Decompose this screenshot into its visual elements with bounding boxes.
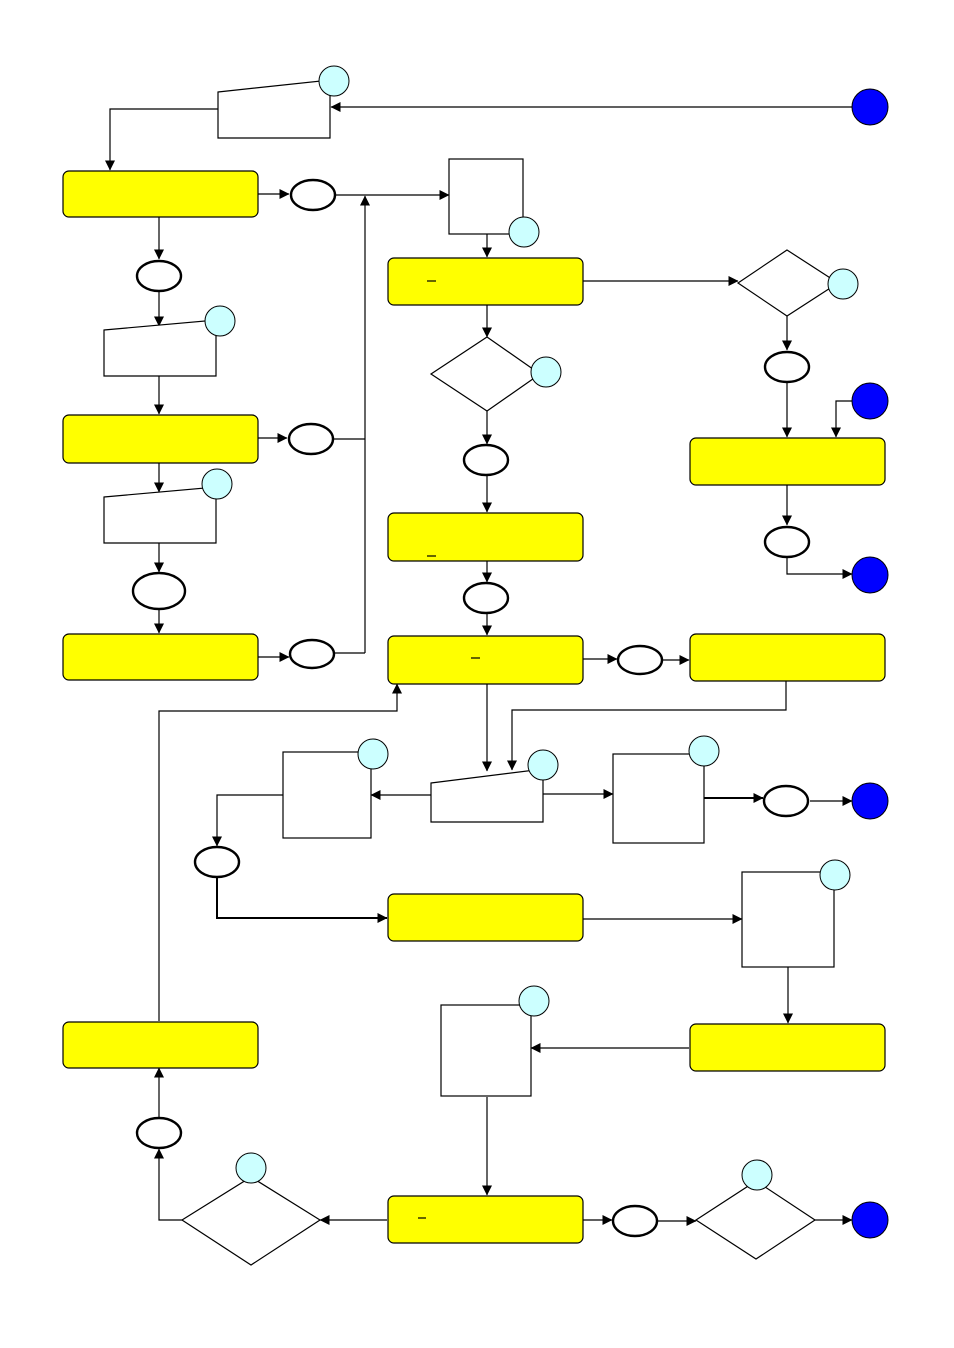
marker-circle bbox=[357, 738, 389, 770]
marker-circle bbox=[204, 305, 236, 337]
marker-circle bbox=[530, 356, 562, 388]
marker-circle bbox=[318, 65, 350, 97]
process-function bbox=[689, 437, 886, 486]
event-ellipse bbox=[131, 571, 187, 611]
event-ellipse bbox=[289, 178, 337, 212]
manual-input-shape bbox=[103, 486, 217, 544]
event-ellipse bbox=[462, 443, 510, 477]
event-ellipse bbox=[288, 638, 336, 670]
process-function bbox=[387, 512, 584, 562]
documents bbox=[103, 79, 835, 1097]
terminal-node bbox=[851, 382, 889, 420]
marker-circle bbox=[827, 268, 859, 300]
event-ellipse bbox=[616, 644, 664, 676]
marker-circle bbox=[688, 735, 720, 767]
process-function bbox=[62, 1021, 259, 1069]
manual-input-shape bbox=[430, 768, 544, 823]
process-function bbox=[387, 635, 584, 685]
process-functions bbox=[62, 170, 886, 1244]
marker-circle bbox=[518, 985, 550, 1017]
document-shape bbox=[448, 158, 524, 235]
terminal-node bbox=[851, 556, 889, 594]
decision-diamond bbox=[429, 336, 542, 412]
event-ellipse bbox=[763, 350, 811, 384]
process-function bbox=[62, 170, 259, 218]
event-ellipse bbox=[762, 784, 810, 818]
document-shape bbox=[440, 1004, 532, 1097]
event-ellipse bbox=[462, 581, 510, 615]
decision-diamond bbox=[180, 1176, 322, 1266]
terminals bbox=[851, 88, 889, 1239]
process-function bbox=[689, 633, 886, 682]
event-ellipse bbox=[287, 422, 335, 456]
event-ellipse bbox=[193, 845, 241, 879]
manual-input-shape bbox=[103, 319, 217, 377]
document-shape bbox=[282, 751, 372, 839]
connectors bbox=[105, 102, 853, 1226]
process-function bbox=[387, 893, 584, 942]
manual-input-shape bbox=[217, 79, 331, 139]
marker-circle bbox=[819, 859, 851, 891]
document-shape bbox=[612, 753, 705, 844]
terminal-node bbox=[851, 782, 889, 820]
decisions bbox=[180, 249, 840, 1266]
process-function bbox=[62, 414, 259, 464]
event-ellipse bbox=[135, 259, 183, 293]
process-function bbox=[689, 1023, 886, 1072]
event-ellipse bbox=[611, 1204, 659, 1238]
event-ellipse bbox=[763, 525, 811, 559]
marker-circle bbox=[741, 1159, 773, 1191]
terminal-node bbox=[851, 88, 889, 126]
process-function bbox=[62, 633, 259, 681]
decision-diamond bbox=[694, 1180, 817, 1260]
marker-circle bbox=[201, 468, 233, 500]
marker-circle bbox=[235, 1152, 267, 1184]
marker-circle bbox=[527, 749, 559, 781]
process-function bbox=[387, 1195, 584, 1244]
events bbox=[131, 178, 811, 1238]
decision-diamond bbox=[736, 249, 840, 317]
event-ellipse bbox=[135, 1116, 183, 1150]
terminal-node bbox=[851, 1201, 889, 1239]
markers bbox=[201, 65, 859, 1191]
marker-circle bbox=[508, 216, 540, 248]
document-shape bbox=[741, 871, 835, 968]
process-function bbox=[387, 257, 584, 306]
